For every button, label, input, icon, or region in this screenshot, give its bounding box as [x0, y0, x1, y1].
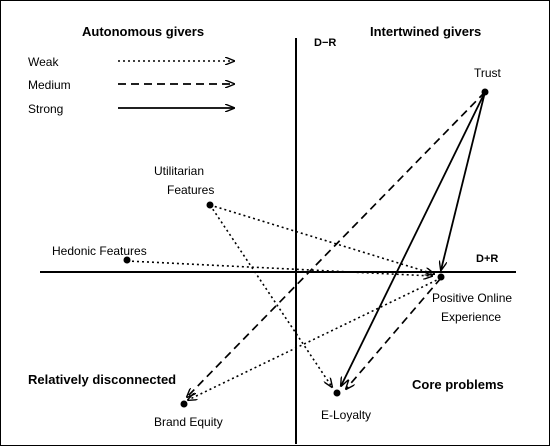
node-dot-positive-experience — [437, 273, 445, 281]
relation-arrows — [126, 91, 486, 400]
node-label-trust: Trust — [474, 66, 502, 80]
legend-label-weak: Weak — [28, 55, 59, 69]
horizontal-axis-label: D+R — [476, 253, 498, 265]
arrow-positive-experience-to-e-loyalty — [346, 277, 442, 389]
quadrant-title-core-problems: Core problems — [412, 377, 504, 392]
arrow-trust-to-positive-experience — [441, 91, 486, 270]
quadrant-title-relatively-disconnected: Relatively disconnected — [28, 372, 176, 387]
node-label-hedonic: Hedonic Features — [52, 244, 147, 258]
node-dot-utilitarian — [206, 201, 214, 209]
node-label-utilitarian-line1: Utilitarian — [154, 164, 204, 178]
node-dot-brand-equity — [180, 400, 188, 408]
arrow-trust-to-brand-equity — [187, 91, 486, 397]
node-trust: Trust — [474, 66, 502, 96]
node-label-e-loyalty: E-Loyalty — [321, 408, 371, 422]
node-positive-online-experience: Positive Online Experience — [432, 273, 512, 324]
vertical-axis-label: D−R — [314, 37, 336, 49]
legend-label-strong: Strong — [28, 102, 63, 116]
node-dot-trust — [481, 88, 489, 96]
node-hedonic-features: Hedonic Features — [52, 244, 147, 264]
node-label-positive-line1: Positive Online — [432, 291, 512, 305]
node-e-loyalty: E-Loyalty — [321, 389, 371, 422]
node-brand-equity: Brand Equity — [154, 400, 223, 429]
quadrant-title-autonomous-givers: Autonomous givers — [82, 24, 204, 39]
arrow-trust-to-e-loyalty — [341, 91, 486, 386]
legend: Weak Medium Strong — [28, 55, 234, 116]
node-label-positive-line2: Experience — [441, 310, 501, 324]
node-utilitarian-features: Utilitarian Features — [154, 164, 214, 209]
arrow-utilitarian-to-positive-experience — [209, 204, 434, 274]
quadrant-title-intertwined-givers: Intertwined givers — [370, 24, 481, 39]
arrow-hedonic-to-positive-experience — [126, 260, 432, 276]
node-dot-e-loyalty — [333, 389, 341, 397]
arrow-positive-experience-to-brand-equity — [188, 277, 442, 400]
node-dot-hedonic — [123, 256, 131, 264]
arrow-utilitarian-to-e-loyalty — [209, 204, 332, 387]
legend-label-medium: Medium — [28, 78, 71, 92]
node-label-utilitarian-line2: Features — [167, 183, 214, 197]
node-label-brand-equity: Brand Equity — [154, 415, 223, 429]
